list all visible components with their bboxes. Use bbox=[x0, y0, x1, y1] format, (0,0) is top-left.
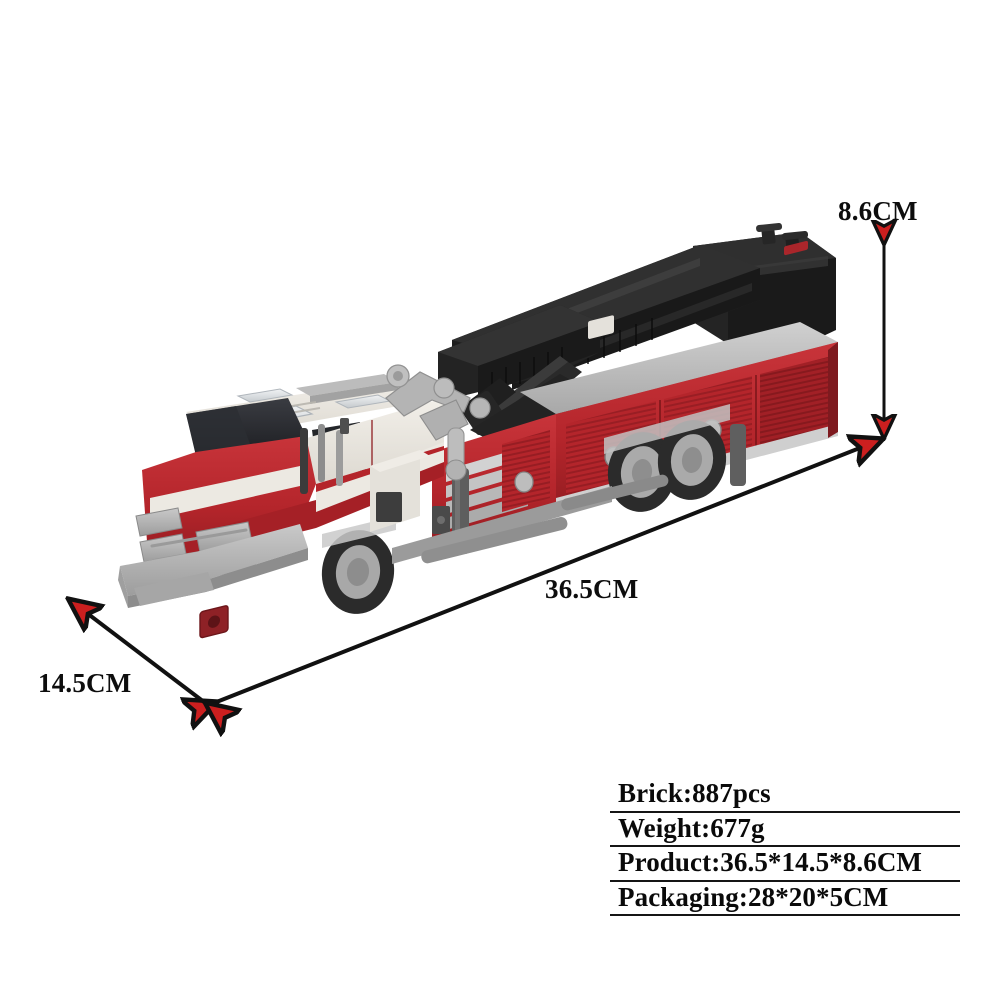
roof-panel bbox=[296, 374, 398, 396]
height-dimension-label: 8.6CM bbox=[838, 196, 918, 226]
depth-dimension-arrow bbox=[71, 601, 208, 705]
length-dimension-label: 36.5CM bbox=[545, 574, 639, 604]
roof-beacon bbox=[236, 388, 294, 403]
mirror-arm bbox=[318, 424, 325, 482]
spec-line-packaging: Packaging:28*20*5CM bbox=[610, 882, 960, 917]
length-dimension-arrow bbox=[214, 440, 880, 703]
grab-handle bbox=[336, 430, 343, 486]
depth-dimension-label: 14.5CM bbox=[38, 668, 132, 698]
product-spec-list: Brick:887pcs Weight:677g Product:36.5*14… bbox=[610, 778, 960, 917]
spec-line-weight: Weight:677g bbox=[610, 813, 960, 848]
spec-line-product: Product:36.5*14.5*8.6CM bbox=[610, 847, 960, 882]
spec-line-brick: Brick:887pcs bbox=[610, 778, 960, 813]
dimension-annotations bbox=[71, 242, 884, 705]
aerial-ladder-boom bbox=[438, 222, 836, 452]
mirror-arm bbox=[300, 428, 308, 494]
rear-outrigger bbox=[730, 424, 746, 486]
ladder-telescoping-section bbox=[438, 305, 600, 402]
fire-truck-model bbox=[118, 222, 838, 639]
rear-deck-top bbox=[520, 322, 838, 414]
